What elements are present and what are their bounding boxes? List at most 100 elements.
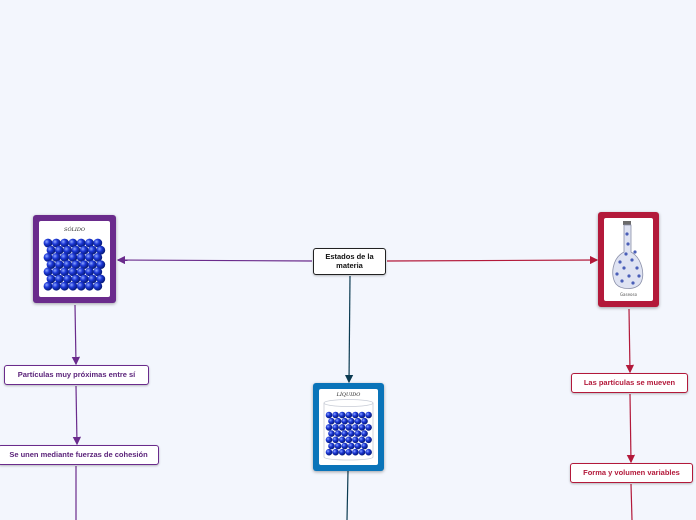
solid-particle xyxy=(46,245,56,255)
gas-image-card[interactable]: Gaseoso xyxy=(598,212,659,307)
liquid-particle xyxy=(332,436,339,444)
connector-central-solid xyxy=(116,255,313,265)
solid-particle xyxy=(79,260,89,269)
gas-particle xyxy=(620,279,624,283)
solid-image-caption: SÓLIDO xyxy=(64,227,85,233)
solid-node-cohesion-forces[interactable]: Se unen mediante fuerzas de cohesión xyxy=(0,445,159,465)
liquid-particle xyxy=(332,424,339,431)
solid-particle xyxy=(71,274,81,284)
liquid-particle xyxy=(365,411,372,419)
liquid-particle xyxy=(325,411,333,419)
liquid-beaker-image xyxy=(323,399,374,461)
liquid-particle xyxy=(334,430,342,437)
solid-particles-image xyxy=(43,238,106,291)
solid-particle xyxy=(54,274,64,284)
solid-particle xyxy=(71,245,81,255)
liquid-particle xyxy=(334,442,342,450)
liquid-particle xyxy=(352,436,359,444)
gas-flask-image xyxy=(612,221,644,289)
liquid-particle xyxy=(361,430,368,437)
solid-node-close-particles-label: Partículas muy próximas entre sí xyxy=(17,369,136,379)
gas-node-particles-move-label: Las partículas se mueven xyxy=(583,377,676,387)
connector-node1-node2 xyxy=(72,385,82,446)
liquid-particle xyxy=(341,417,348,425)
solid-particle xyxy=(93,267,103,277)
solid-particle xyxy=(46,274,56,284)
solid-particle xyxy=(96,274,106,284)
liquid-particle xyxy=(345,448,353,456)
gas-image-caption: Gaseoso xyxy=(619,292,638,297)
solid-particle xyxy=(60,281,69,291)
liquid-particle xyxy=(358,424,366,431)
gas-particle xyxy=(626,242,630,246)
gas-particle xyxy=(631,281,635,285)
solid-particle xyxy=(43,238,53,248)
solid-particle xyxy=(43,253,53,262)
connector-node1-node2-gas xyxy=(626,393,636,464)
gas-particle xyxy=(630,258,634,262)
solid-node-cohesion-forces-label: Se unen mediante fuerzas de cohesión xyxy=(9,449,148,459)
liquid-particle xyxy=(338,411,346,419)
liquid-particle xyxy=(328,442,335,450)
solid-particle xyxy=(88,274,97,284)
liquid-particle xyxy=(341,430,348,437)
liquid-particle xyxy=(354,442,362,450)
liquid-image-card[interactable]: LÍQUIDO xyxy=(313,383,384,471)
connector-gas-node2-down xyxy=(630,483,633,520)
liquid-particle xyxy=(338,424,346,431)
solid-particle xyxy=(93,281,103,291)
liquid-particle xyxy=(328,417,335,425)
liquid-particle xyxy=(348,430,355,437)
solid-particle xyxy=(76,267,86,277)
liquid-image-frame: LÍQUIDO xyxy=(319,389,378,465)
liquid-particle xyxy=(365,436,372,444)
solid-particle xyxy=(60,238,69,248)
liquid-particle xyxy=(358,436,366,444)
liquid-particle xyxy=(325,424,333,431)
gas-node-particles-move[interactable]: Las partículas se mueven xyxy=(571,373,688,393)
gas-particle xyxy=(624,252,628,256)
liquid-particle xyxy=(352,424,359,431)
solid-particle xyxy=(54,245,64,255)
solid-node-close-particles[interactable]: Partículas muy próximas entre sí xyxy=(4,365,149,385)
liquid-particle xyxy=(338,436,346,444)
liquid-particle xyxy=(345,436,353,444)
liquid-particle xyxy=(325,448,333,456)
solid-particle xyxy=(85,253,94,262)
solid-particle xyxy=(96,245,106,255)
liquid-particle xyxy=(365,424,372,431)
liquid-particle xyxy=(348,442,355,450)
liquid-particle xyxy=(365,448,372,456)
gas-particle xyxy=(625,232,629,236)
solid-particle xyxy=(68,253,78,262)
liquid-particle xyxy=(354,430,362,437)
gas-particle xyxy=(622,266,626,270)
solid-particle xyxy=(51,281,61,291)
solid-particle xyxy=(71,260,81,269)
solid-particle xyxy=(93,253,103,262)
solid-particle xyxy=(76,281,86,291)
gas-particle xyxy=(637,274,641,278)
solid-particle xyxy=(60,253,69,262)
central-topic[interactable]: Estados de la materia xyxy=(313,248,386,275)
liquid-particle xyxy=(352,411,359,419)
gas-particle xyxy=(615,272,619,276)
solid-particle xyxy=(79,274,89,284)
solid-particle xyxy=(85,281,94,291)
liquid-particle xyxy=(358,448,366,456)
connector-gas-node1 xyxy=(625,308,635,374)
solid-particle xyxy=(43,281,53,291)
solid-particle xyxy=(51,267,61,277)
liquid-particle xyxy=(338,448,346,456)
gas-node-variable-shape[interactable]: Forma y volumen variables xyxy=(570,463,693,483)
solid-particle xyxy=(60,267,69,277)
central-topic-label: Estados de la materia xyxy=(325,251,374,270)
solid-particle xyxy=(43,267,53,277)
gas-node-variable-shape-label: Forma y volumen variables xyxy=(583,467,680,477)
liquid-particle xyxy=(332,448,339,456)
solid-particle xyxy=(88,245,97,255)
liquid-particle xyxy=(325,436,333,444)
solid-particle xyxy=(51,253,61,262)
solid-image-card[interactable]: SÓLIDO xyxy=(33,215,116,303)
solid-particle xyxy=(93,238,103,248)
